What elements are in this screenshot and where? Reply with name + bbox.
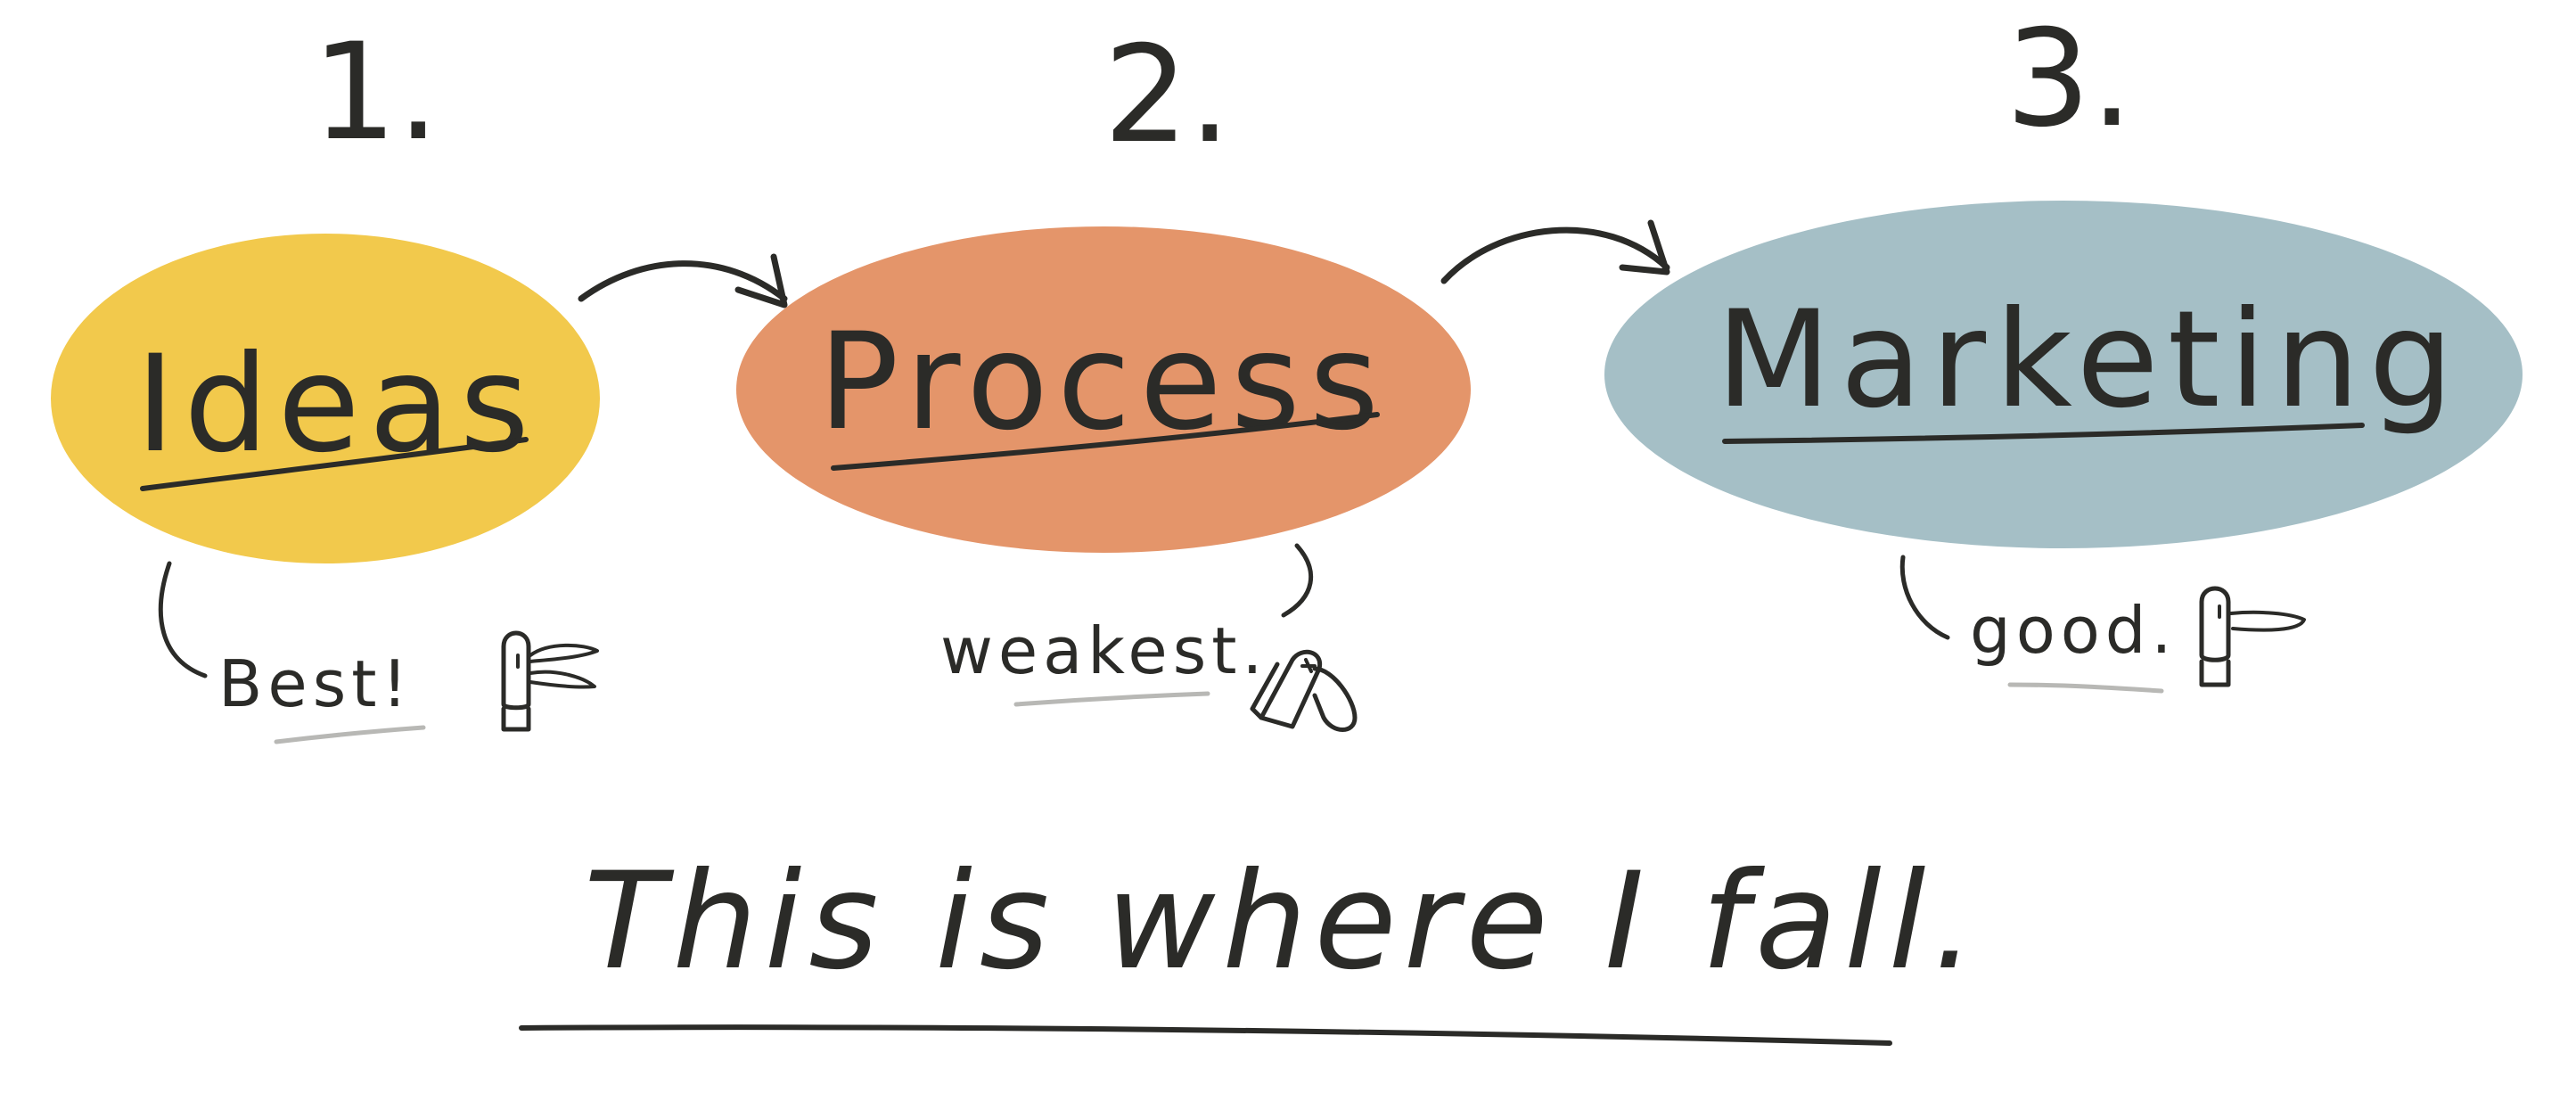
footer-underline (519, 1024, 1892, 1046)
stage-title-marketing: Marketing (1716, 283, 2463, 438)
stage-number-1: 1. (312, 15, 439, 170)
footer: This is where I fall. (519, 844, 1982, 1046)
footer-text: This is where I fall. (584, 844, 1982, 999)
stage-marketing: 3. Marketing good. (1604, 2, 2523, 694)
stage-title-process: Process (818, 305, 1388, 460)
arrow-process-to-marketing (1440, 219, 1670, 284)
stage-note-ideas: Best! (218, 646, 413, 721)
ideas-title-underline (140, 437, 529, 491)
stage-ideas: 1. Ideas Best! (51, 15, 600, 744)
marketing-title-underline (1722, 423, 2365, 444)
stage-process: 2. Process weakest. (736, 18, 1471, 732)
stage-note-marketing: good. (1970, 593, 2177, 668)
marketing-blob (1604, 201, 2523, 548)
thumbs-sideways-icon (2199, 586, 2306, 687)
marketing-note-connector (1899, 555, 1950, 640)
process-blob (736, 226, 1471, 553)
stage-number-2: 2. (1103, 18, 1231, 173)
process-title-underline (831, 412, 1380, 471)
marketing-note-underline (2007, 682, 2164, 694)
stage-title-ideas: Ideas (135, 327, 538, 482)
ideas-note-connector (158, 561, 208, 678)
stage-number-3: 3. (2006, 2, 2133, 157)
process-note-connector (1281, 543, 1313, 618)
arrow-ideas-to-process (578, 253, 788, 308)
process-note-underline (1013, 691, 1210, 707)
thumbs-up-icon (501, 630, 599, 732)
ideas-note-underline (274, 725, 426, 744)
stage-note-process: weakest. (940, 613, 1267, 688)
thumbs-down-icon (1250, 649, 1358, 732)
